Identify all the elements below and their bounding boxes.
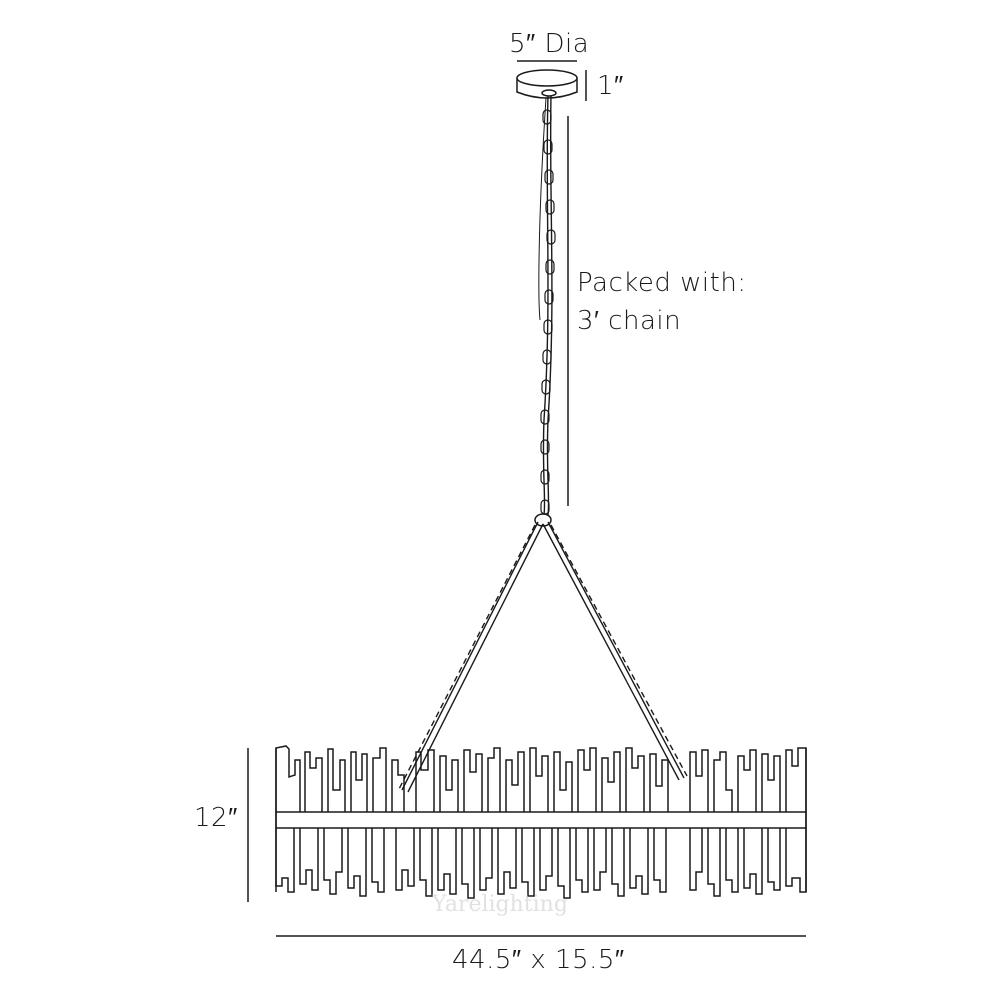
fixture-footprint-label: 44.5″ x 15.5″ bbox=[452, 945, 625, 975]
canopy-height-label: 1″ bbox=[597, 71, 624, 101]
chain-splitter-ring bbox=[534, 513, 552, 527]
canopy bbox=[516, 69, 578, 99]
canopy-diameter-label: 5″ Dia bbox=[509, 29, 590, 59]
chain-links bbox=[540, 109, 556, 515]
chain-note-line2: 3′ chain bbox=[577, 306, 682, 336]
chain-left-leg bbox=[398, 521, 544, 793]
watermark: Yarelighting bbox=[432, 892, 568, 917]
fixture-body bbox=[275, 745, 807, 899]
chain-vertical bbox=[538, 95, 553, 516]
fixture-height-label: 12″ bbox=[194, 803, 238, 833]
chain-right-leg bbox=[542, 521, 688, 781]
chain-note-line1: Packed with: bbox=[577, 268, 747, 298]
